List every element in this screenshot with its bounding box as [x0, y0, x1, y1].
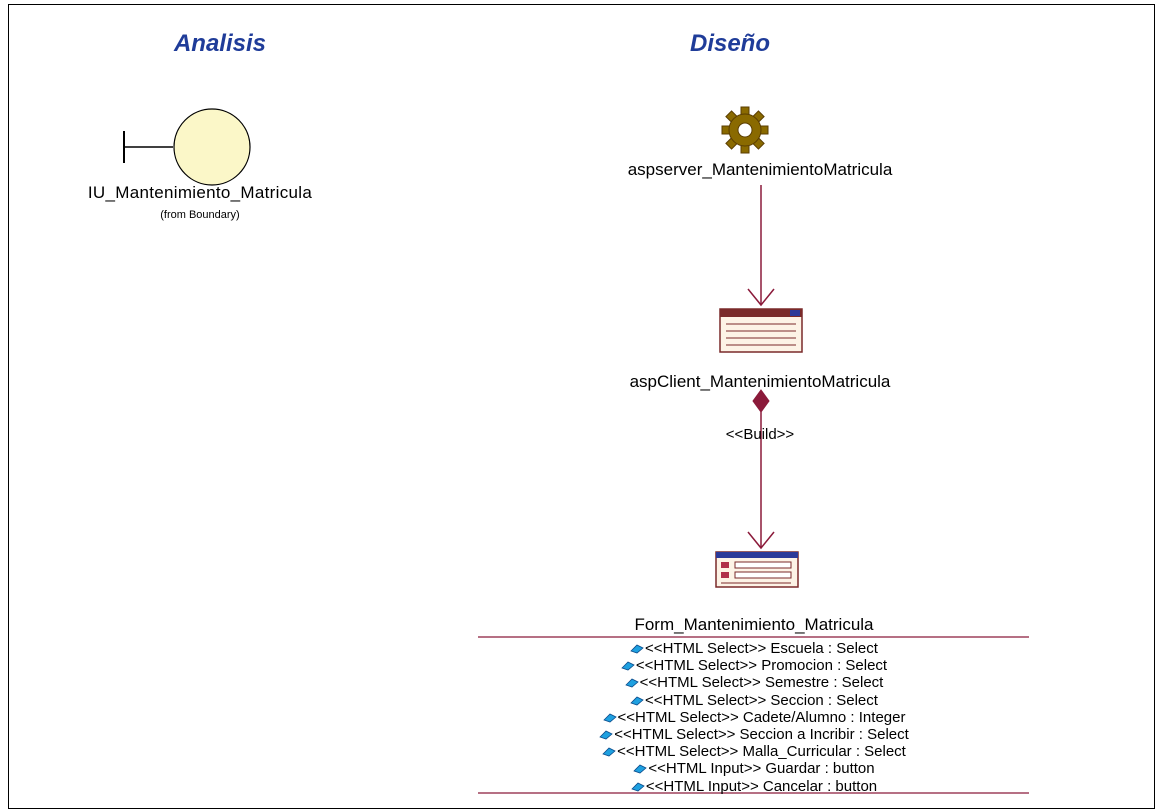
form-attribute-label: <<HTML Input>> Cancelar : button: [645, 777, 878, 795]
form-attribute-label: <<HTML Select>> Cadete/Alumno : Integer: [617, 708, 906, 726]
attribute-diamond-icon: [599, 730, 613, 740]
form-icon: [715, 551, 799, 588]
form-attribute-label: <<HTML Select>> Promocion : Select: [635, 657, 888, 675]
form-attribute-row: <<HTML Select>> Cadete/Alumno : Integer: [478, 709, 1030, 726]
server-to-client-arrow: [747, 185, 775, 307]
form-name: Form_Mantenimiento_Matricula: [634, 615, 874, 634]
attribute-diamond-icon: [630, 696, 644, 706]
form-attribute-row: <<HTML Select>> Escuela : Select: [478, 640, 1030, 657]
client-page-icon: [719, 308, 803, 353]
form-attribute-label: <<HTML Input>> Guardar : button: [648, 760, 875, 778]
form-attribute-label: <<HTML Select>> Seccion a Incribir : Sel…: [614, 726, 909, 743]
server-page-name: aspserver_MantenimientoMatricula: [627, 160, 893, 179]
form-attribute-label: <<HTML Select>> Escuela : Select: [645, 640, 878, 657]
form-attribute-row: <<HTML Select>> Seccion : Select: [478, 692, 1030, 709]
attribute-diamond-icon: [631, 782, 645, 792]
server-page-gear-icon: [721, 106, 769, 154]
attribute-diamond-icon: [630, 644, 644, 654]
form-attribute-row: <<HTML Input>> Cancelar : button: [478, 778, 1030, 795]
form-attribute-label: <<HTML Select>> Semestre : Select: [639, 674, 884, 692]
form-attribute-row: <<HTML Select>> Semestre : Select: [478, 674, 1030, 691]
analysis-heading: Analisis: [173, 30, 267, 57]
build-stereotype: <<Build>>: [725, 426, 795, 443]
design-heading: Diseño: [689, 30, 770, 57]
form-attribute-row: <<HTML Input>> Guardar : button: [478, 760, 1030, 777]
attribute-diamond-icon: [602, 713, 617, 723]
client-page-name: aspClient_MantenimientoMatricula: [629, 372, 891, 391]
boundary-origin: (from Boundary): [160, 209, 240, 221]
boundary-name: IU_Mantenimiento_Matricula: [87, 183, 313, 202]
form-attribute-row: <<HTML Select>> Seccion a Incribir : Sel…: [478, 726, 1030, 743]
form-attribute-label: <<HTML Select>> Malla_Curricular : Selec…: [617, 743, 906, 761]
form-attribute-label: <<HTML Select>> Seccion : Select: [645, 691, 878, 709]
attribute-diamond-icon: [621, 661, 635, 671]
attribute-diamond-icon: [633, 764, 648, 774]
build-relation-arrow: [747, 389, 775, 550]
form-attribute-row: <<HTML Select>> Malla_Curricular : Selec…: [478, 743, 1030, 760]
form-attribute-row: <<HTML Select>> Promocion : Select: [478, 657, 1030, 674]
attribute-diamond-icon: [602, 747, 616, 757]
boundary-icon: [123, 108, 251, 186]
attribute-diamond-icon: [624, 678, 639, 688]
